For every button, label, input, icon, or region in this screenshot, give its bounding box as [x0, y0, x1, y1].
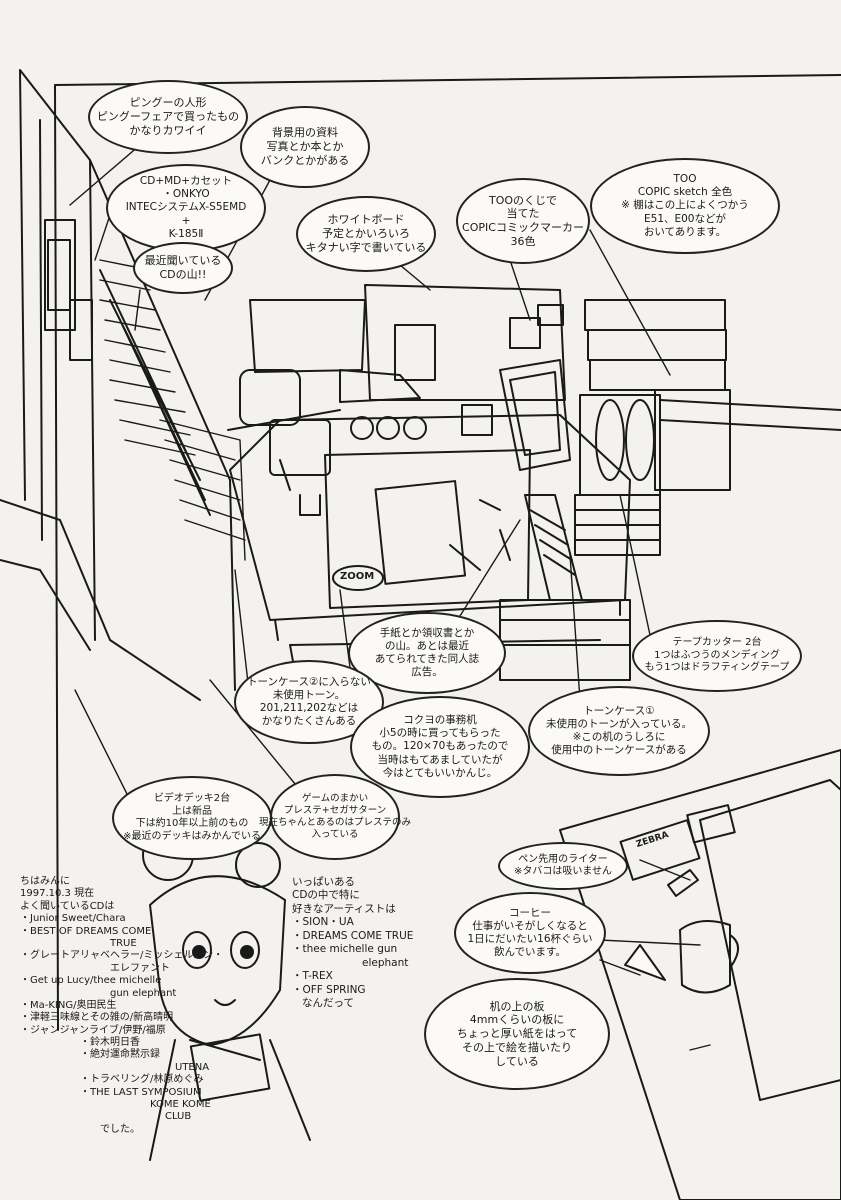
copic-shelves [574, 299, 841, 556]
ruler [332, 494, 583, 601]
coffee-bubble: コーヒー 仕事がいそがしくなると 1日にだいたい16杯ぐらい 飲んでいます。 [454, 892, 606, 974]
artist-note: いっぱいある CDの中で特に 好きなアーティストは ・SION・UA ・DREA… [292, 876, 414, 1009]
video-bubble: ビデオデッキ2台 上は新品 下は約10年以上前のもの ※最近のデッキはみかんでい… [112, 776, 272, 860]
desk-bubble: コクヨの事務机 小5の時に買ってもらった もの。120×70もあったので 当時は… [350, 696, 530, 798]
zoom-label: ZOOM [340, 571, 375, 582]
letters-bubble: 手紙とか領収書とか の山。あとは最近 あてられてきた同人誌 広告。 [348, 612, 506, 694]
cds-bubble: 最近聞いている CDの山!! [133, 242, 233, 294]
lighter-bubble: ペン先用のライター ※タバコは吸いません [498, 842, 628, 890]
desk-items [227, 359, 571, 585]
cd-list-note: ちはみんに 1997.10.3 現在 よく聞いているCDは ・Junior Sw… [20, 876, 224, 1135]
copic-bubble: TOO COPIC sketch 全色 ※ 棚はこの上によくつかう E51、E0… [590, 158, 780, 254]
character-drawing [142, 829, 311, 1161]
materials-bubble: 背景用の資料 写真とか本とか バンクとかがある [240, 106, 370, 188]
tape-bubble: テープカッター 2台 1つはふつうのメンディング もう1つはドラフティングテープ [632, 620, 802, 692]
audio-bubble: CD+MD+カセット ・ONKYO INTECシステムX-S5EMD + K-1… [106, 164, 266, 252]
doll-bubble: ピングーの人形 ピングーフェアで買ったもの かなりカワイイ [88, 80, 248, 154]
tone-left-bubble: トーンケース②に入らない 未使用トーン。 201,211,202などは かなりた… [234, 660, 384, 744]
whiteboard-bubble: ホワイトボード 予定とかいろいろ キタナい字で書いている [296, 196, 436, 272]
tall-shelf [0, 69, 236, 701]
drafting-board [559, 749, 841, 1200]
game-bubble: ゲームのまかい プレステ+セガサターン 現在ちゃんとあるのはプレステのみ 入って… [259, 774, 411, 860]
markers-bubble: TOOのくじで 当てた COPICコミックマーカー 36色 [456, 178, 590, 264]
board-bubble: 机の上の板 4mmくらいの板に ちょっと厚い紙をはって その上で絵を描いたり し… [424, 978, 610, 1090]
cd-stacks [99, 259, 246, 561]
tone-case-bubble: トーンケース① 未使用のトーンが入っている。 ※この机のうしろに 使用中のトーン… [528, 686, 710, 776]
